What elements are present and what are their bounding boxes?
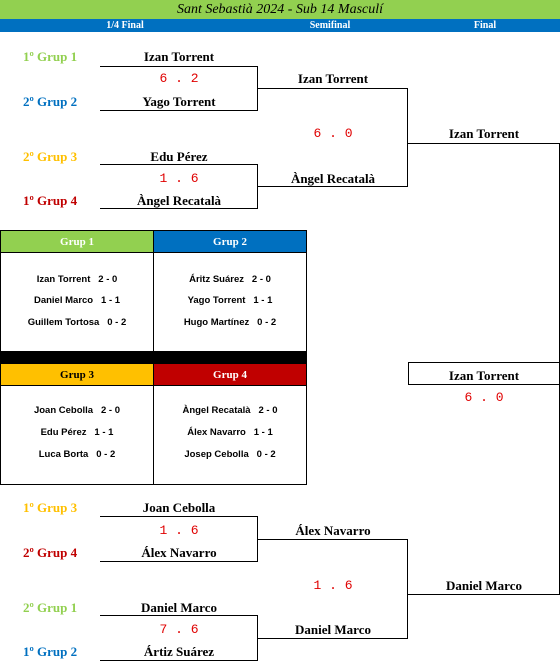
bracket-line bbox=[100, 516, 258, 517]
player-name: Álex Navarro bbox=[295, 523, 371, 538]
group-row: Álex Navarro 1 - 1 bbox=[187, 427, 273, 438]
bracket-line bbox=[100, 164, 258, 165]
seed-label: 1º Grup 3 bbox=[23, 500, 78, 515]
seed-label: 2º Grup 4 bbox=[23, 545, 78, 560]
seed-label: 2º Grup 3 bbox=[23, 149, 78, 164]
player-name: Yago Torrent bbox=[142, 94, 216, 109]
header-semifinal: Semifinal bbox=[309, 20, 351, 31]
group-row: Guillem Tortosa 0 - 2 bbox=[27, 317, 127, 328]
group-table: Grup 2 Áritz Suárez 2 - 0 Yago Torrent 1… bbox=[153, 230, 307, 352]
group-row: Áritz Suárez 2 - 0 bbox=[189, 274, 271, 285]
bracket-line bbox=[407, 88, 408, 187]
player-name: Ártiz Suárez bbox=[143, 644, 215, 659]
match-score: 1 . 6 bbox=[159, 171, 199, 186]
group-header: Grup 3 bbox=[1, 364, 153, 386]
group-row: Àngel Recatalà 2 - 0 bbox=[182, 405, 278, 416]
group-separator bbox=[0, 352, 307, 363]
bracket-line bbox=[258, 88, 408, 89]
seed-label: 2º Grup 1 bbox=[23, 600, 78, 615]
bracket-line bbox=[258, 186, 408, 187]
champion-name: Izan Torrent bbox=[448, 368, 520, 383]
player-name: Àngel Recatalà bbox=[136, 193, 222, 208]
group-row: Josep Cebolla 0 - 2 bbox=[184, 449, 276, 460]
match-score: 1 . 6 bbox=[313, 578, 353, 593]
seed-label: 1º Grup 2 bbox=[23, 644, 78, 659]
player-name: Izan Torrent bbox=[448, 126, 520, 141]
bracket-line bbox=[100, 615, 258, 616]
bracket-line bbox=[407, 539, 408, 639]
bracket-line bbox=[408, 143, 560, 144]
group-table: Grup 3 Joan Cebolla 2 - 0 Edu Pérez 1 - … bbox=[0, 363, 154, 485]
player-name: Daniel Marco bbox=[141, 600, 217, 615]
bracket-line bbox=[408, 594, 560, 595]
bracket-line bbox=[257, 615, 258, 661]
group-header: Grup 1 bbox=[1, 231, 153, 253]
group-row: Daniel Marco 1 - 1 bbox=[33, 295, 121, 306]
player-name: Izan Torrent bbox=[297, 71, 369, 86]
group-header: Grup 2 bbox=[154, 231, 306, 253]
group-row: Yago Torrent 1 - 1 bbox=[187, 295, 273, 306]
group-table: Grup 1 Izan Torrent 2 - 0 Daniel Marco 1… bbox=[0, 230, 154, 352]
bracket-line bbox=[100, 561, 258, 562]
match-score: 7 . 6 bbox=[159, 622, 199, 637]
match-score: 1 . 6 bbox=[159, 523, 199, 538]
bracket-line bbox=[257, 66, 258, 111]
bracket-line bbox=[257, 164, 258, 209]
player-name: Àngel Recatalà bbox=[290, 171, 376, 186]
match-score: 6 . 2 bbox=[159, 71, 199, 86]
player-name: Izan Torrent bbox=[143, 49, 215, 64]
group-table: Grup 4 Àngel Recatalà 2 - 0 Álex Navarro… bbox=[153, 363, 307, 485]
group-row: Luca Borta 0 - 2 bbox=[38, 449, 116, 460]
group-row: Joan Cebolla 2 - 0 bbox=[33, 405, 121, 416]
group-row: Hugo Martínez 0 - 2 bbox=[183, 317, 277, 328]
player-name: Edu Pérez bbox=[150, 149, 208, 164]
group-header: Grup 4 bbox=[154, 364, 306, 386]
bracket-line bbox=[258, 539, 408, 540]
player-name: Álex Navarro bbox=[141, 545, 217, 560]
group-row: Edu Pérez 1 - 1 bbox=[40, 427, 114, 438]
bracket-line bbox=[100, 66, 258, 67]
header-quarterfinal: 1/4 Final bbox=[106, 20, 144, 31]
seed-label: 1º Grup 1 bbox=[23, 49, 78, 64]
seed-label: 2º Grup 2 bbox=[23, 94, 78, 109]
player-name: Joan Cebolla bbox=[142, 500, 216, 515]
bracket-line bbox=[258, 638, 408, 639]
final-score: 6 . 0 bbox=[464, 390, 504, 405]
group-row: Izan Torrent 2 - 0 bbox=[36, 274, 118, 285]
bracket-line bbox=[100, 660, 258, 661]
player-name: Daniel Marco bbox=[295, 622, 371, 637]
player-name: Daniel Marco bbox=[446, 578, 522, 593]
bracket-line bbox=[100, 110, 258, 111]
seed-label: 1º Grup 4 bbox=[23, 193, 78, 208]
bracket-line bbox=[100, 208, 258, 209]
header-final: Final bbox=[473, 20, 497, 31]
match-score: 6 . 0 bbox=[313, 126, 353, 141]
page-title: Sant Sebastià 2024 - Sub 14 Masculí bbox=[0, 0, 560, 19]
bracket-line bbox=[257, 516, 258, 562]
round-header-bar: 1/4 Final Semifinal Final bbox=[0, 19, 560, 32]
